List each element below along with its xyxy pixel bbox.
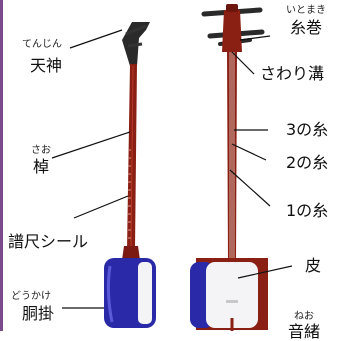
string1-label: 1の糸 xyxy=(286,201,329,220)
sawari-label: さわり溝 xyxy=(260,64,325,83)
kawa-label: 皮 xyxy=(305,256,322,275)
leader-string1 xyxy=(229,169,271,207)
left-body-joint xyxy=(122,246,140,260)
tenjin-label: 天神 xyxy=(30,56,63,75)
left-body-skin xyxy=(138,262,152,324)
leader-sao xyxy=(51,131,131,159)
right-shamisen xyxy=(190,4,268,331)
fushaku-marks xyxy=(128,149,131,239)
leader-string2 xyxy=(231,143,267,161)
dokake-label: 胴掛 xyxy=(22,304,55,323)
string2-label: 2の糸 xyxy=(286,153,329,172)
tenjin-peg-a xyxy=(125,24,147,36)
tenjin-peg-b xyxy=(127,42,143,48)
leader-kawa xyxy=(237,265,293,279)
left-border-strip xyxy=(0,0,3,331)
fushaku-label: 譜尺シール xyxy=(8,232,89,251)
right-body-skin xyxy=(206,262,258,328)
shamisen-diagram xyxy=(51,4,293,331)
tenjin-ruby: てんじん xyxy=(22,39,62,50)
leader-tenjin xyxy=(69,29,123,49)
right-tenjin-cap xyxy=(226,4,238,12)
string3-label: 3の糸 xyxy=(286,120,329,139)
itomaki-label: 糸巻 xyxy=(290,18,323,37)
left-neck-highlight xyxy=(130,65,134,249)
left-shamisen xyxy=(104,22,156,328)
neo-ruby: ねお xyxy=(294,311,314,322)
sao-ruby: さお xyxy=(31,145,51,156)
leader-lines xyxy=(51,29,293,309)
itomaki-ruby: いとまき xyxy=(286,5,326,16)
leader-itomaki xyxy=(239,35,271,41)
neo-label: 音緒 xyxy=(288,322,321,341)
right-body-bridge xyxy=(226,300,238,303)
sao-label: 棹 xyxy=(33,157,50,176)
dokake-ruby: どうかけ xyxy=(11,291,51,302)
left-body-shine xyxy=(106,265,114,323)
right-tenjin xyxy=(222,10,242,52)
leader-sawari xyxy=(231,51,255,75)
leader-fushaku xyxy=(73,195,129,219)
